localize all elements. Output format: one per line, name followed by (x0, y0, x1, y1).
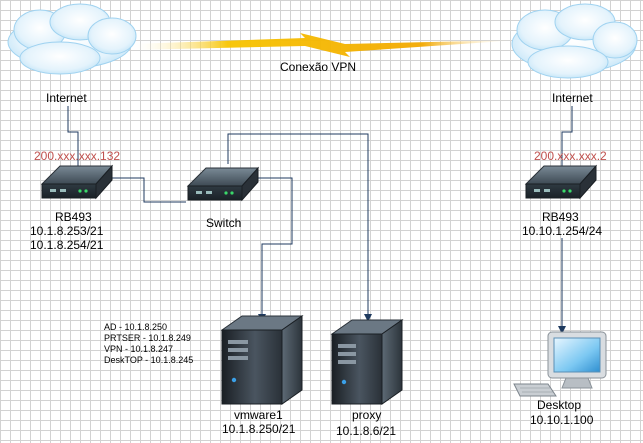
public-ip-right: 200.xxx.xxx.2 (534, 149, 607, 163)
server-proxy-ip: 10.1.8.6/21 (336, 424, 397, 438)
desktop-ip: 10.10.1.100 (530, 413, 594, 427)
vpn-connection-label: Conexão VPN (280, 60, 357, 74)
cloud-right-icon (511, 3, 638, 79)
vpn-lightning-icon (130, 33, 520, 57)
vm-list-item: DeskTOP - 10.1.8.245 (104, 355, 194, 365)
link-switch-proxy (227, 133, 372, 322)
link-internet-right (561, 106, 573, 172)
link-lines (67, 106, 573, 334)
desktop-name: Desktop (537, 398, 582, 412)
switch-label: Switch (206, 216, 242, 230)
router-left-ip-list: 10.1.8.253/21 10.1.8.254/21 (30, 224, 103, 252)
vm-list: AD - 10.1.8.250 PRTSER - 10.1.8.249 VPN … (104, 322, 193, 366)
link-switch-vmware1 (248, 177, 293, 322)
switch-icon (186, 166, 260, 202)
server-vmware1-name: vmware1 (234, 408, 283, 422)
internet-right-label: Internet (552, 91, 593, 105)
server-proxy-icon (330, 319, 404, 405)
link-internet-left (67, 106, 79, 172)
server-vmware1-ip: 10.1.8.250/21 (222, 422, 296, 436)
router-right-icon (524, 164, 598, 200)
cloud-left-icon (7, 3, 137, 75)
vm-list-item: AD - 10.1.8.250 (104, 322, 168, 332)
internet-left-label: Internet (46, 91, 87, 105)
link-router-switch (110, 177, 186, 203)
public-ip-left: 200.xxx.xxx.132 (34, 149, 121, 163)
router-right-name: RB493 (542, 210, 579, 224)
desktop-icon (513, 331, 607, 397)
server-proxy-name: proxy (352, 408, 382, 422)
router-left-icon (40, 164, 114, 200)
router-left-ip: 10.1.8.254/21 (30, 238, 104, 252)
server-vmware1-icon (220, 315, 304, 405)
router-right-ip: 10.10.1.254/24 (522, 224, 603, 238)
vm-list-item: VPN - 10.1.8.247 (104, 344, 174, 354)
router-left-ip: 10.1.8.253/21 (30, 224, 104, 238)
vm-list-item: PRTSER - 10.1.8.249 (104, 333, 191, 343)
router-left-name: RB493 (55, 210, 92, 224)
